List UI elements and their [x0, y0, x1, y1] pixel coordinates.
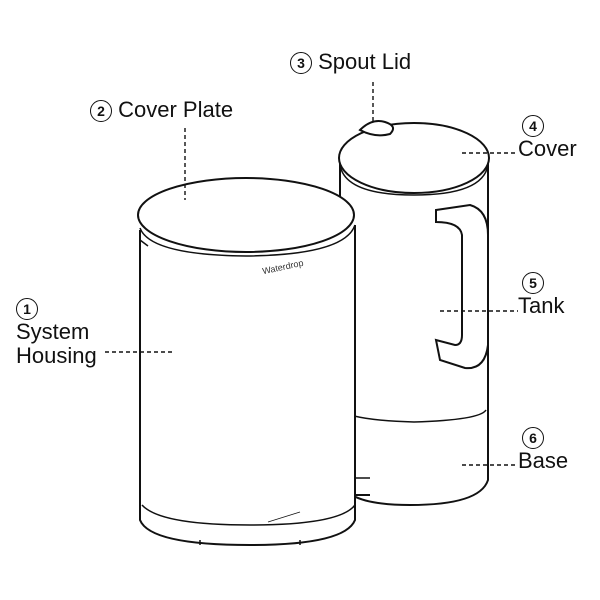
part-name: System	[16, 319, 90, 345]
part-number: 4	[522, 115, 544, 138]
label-cover: 4 Cover	[518, 113, 577, 161]
part-name: Cover Plate	[118, 97, 234, 122]
part-number: 5	[522, 272, 544, 295]
tank-handle-drawing	[434, 203, 489, 370]
housing-drawing	[137, 177, 356, 547]
part-number: 3	[290, 52, 312, 75]
label-base: 6 Base	[518, 425, 568, 473]
label-spout-lid: 3 Spout Lid	[290, 49, 412, 75]
part-number: 6	[522, 427, 544, 450]
part-number: 1	[16, 298, 38, 321]
part-name: Cover	[518, 136, 577, 162]
leader-lines	[105, 82, 518, 466]
label-system-housing: 1 System Housing	[16, 296, 97, 368]
part-number: 2	[90, 100, 112, 123]
part-name: Tank	[518, 293, 565, 319]
part-name: Housing	[16, 343, 97, 369]
label-tank: 5 Tank	[518, 270, 564, 318]
part-name: Spout Lid	[318, 49, 412, 74]
part-name: Base	[518, 448, 569, 474]
label-cover-plate: 2 Cover Plate	[90, 97, 234, 123]
